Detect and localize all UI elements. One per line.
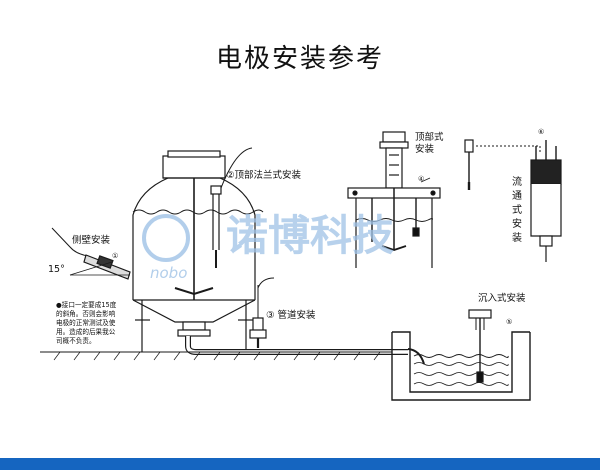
top-mount-vessel — [347, 131, 441, 268]
flow-through-cell — [530, 140, 562, 262]
marker-4: ④ — [418, 175, 424, 183]
main-tank — [132, 147, 264, 352]
label-top-mount-1: 顶部式 — [415, 131, 444, 143]
svg-text:式: 式 — [512, 203, 522, 216]
side-wall-electrode — [51, 227, 131, 280]
watermark: 诺博科技 nobo — [142, 211, 394, 282]
svg-text:流: 流 — [512, 175, 522, 188]
svg-text:装: 装 — [512, 231, 522, 244]
label-top-mount-2: 安装 — [415, 143, 435, 155]
label-angle: 15° — [48, 264, 65, 275]
svg-text:的斜角。否则会影响: 的斜角。否则会影响 — [56, 309, 116, 318]
marker-1: ① — [112, 252, 118, 260]
label-top-flange: ②顶部法兰式安装 — [226, 169, 302, 181]
bottom-bar — [0, 458, 600, 470]
label-immersion: 沉入式安装 — [478, 292, 526, 304]
watermark-sub: nobo — [150, 264, 187, 282]
svg-text:●接口一定要成15度: ●接口一定要成15度 — [56, 300, 117, 309]
page-title: 电极安装参考 — [215, 44, 384, 74]
label-pipeline: ③ 管道安装 — [266, 309, 316, 321]
watermark-text: 诺博科技 — [226, 211, 394, 260]
svg-text:用。造成的后果我公: 用。造成的后果我公 — [56, 327, 116, 336]
svg-text:电极的正常测试及使: 电极的正常测试及使 — [56, 318, 116, 327]
svg-text:司概不负责。: 司概不负责。 — [56, 336, 96, 345]
label-side-wall: 侧壁安装 — [72, 234, 111, 246]
warning-note: ●接口一定要成15度 的斜角。否则会影响 电极的正常测试及使 用。造成的后果我公… — [56, 300, 117, 345]
marker-6: ⑥ — [538, 128, 544, 136]
label-flow-through: 流 通 式 安 装 — [512, 175, 522, 244]
ground-hatch — [53, 351, 381, 361]
immersion-basin — [40, 309, 531, 401]
top-mount-probe — [464, 139, 474, 190]
marker-5: ⑤ — [506, 318, 512, 326]
svg-text:通: 通 — [512, 190, 522, 202]
svg-text:安: 安 — [512, 217, 522, 230]
